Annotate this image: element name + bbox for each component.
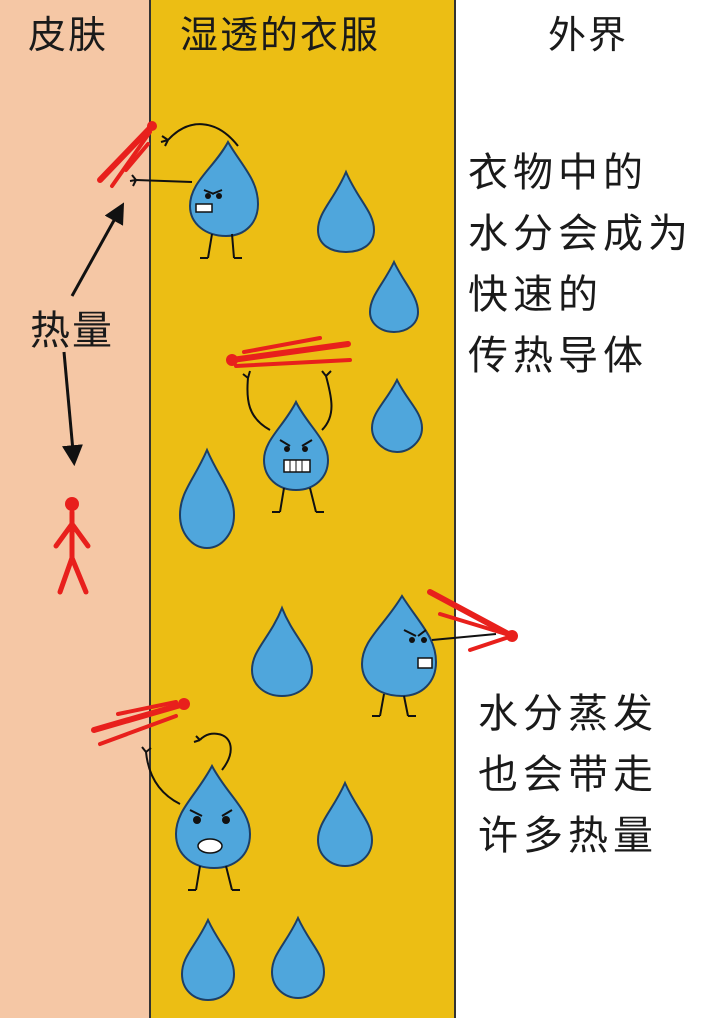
water-drop [370,377,424,454]
header-outside: 外界 [548,13,629,57]
explanation-top-line: 传热导体 [468,333,648,379]
header-skin: 皮肤 [28,13,109,57]
water-drop [178,447,236,550]
heat-arrow-released [427,589,518,652]
heat-label: 热量 [30,308,114,354]
heat-down-arrow [62,351,83,467]
water-drop [250,605,314,698]
water-drop [180,917,236,1002]
droplet-character-pushing-heat-out [360,594,497,717]
water-drop [316,169,376,254]
explanation-bottom-line: 也会带走 [478,752,658,798]
explanation-top-line: 快速的 [468,272,603,318]
header-wet-clothes: 湿透的衣服 [180,13,381,57]
heat-arrow-from-skin [97,121,157,188]
water-drop [368,259,420,334]
water-drop [270,915,326,1000]
droplet-character-holding-heat [242,370,333,513]
outside-column [455,0,720,1018]
droplet-character-grabbing-heat [129,123,260,259]
explanation-top: 衣物中的 水分会成为 快速的 传热导体 [468,143,693,387]
explanation-top-line: 水分会成为 [468,211,693,257]
water-drop [316,780,374,868]
heat-arrow-lower [91,698,190,746]
heat-arrow-carried [226,336,352,368]
droplet-character-grabbing-heat-lower [141,732,252,891]
explanation-top-line: 衣物中的 [468,150,648,196]
explanation-bottom: 水分蒸发 也会带走 许多热量 [478,684,658,867]
explanation-bottom-line: 许多热量 [478,813,658,859]
person-figure [53,497,91,595]
heat-up-arrow [70,202,125,297]
explanation-bottom-line: 水分蒸发 [478,691,658,737]
